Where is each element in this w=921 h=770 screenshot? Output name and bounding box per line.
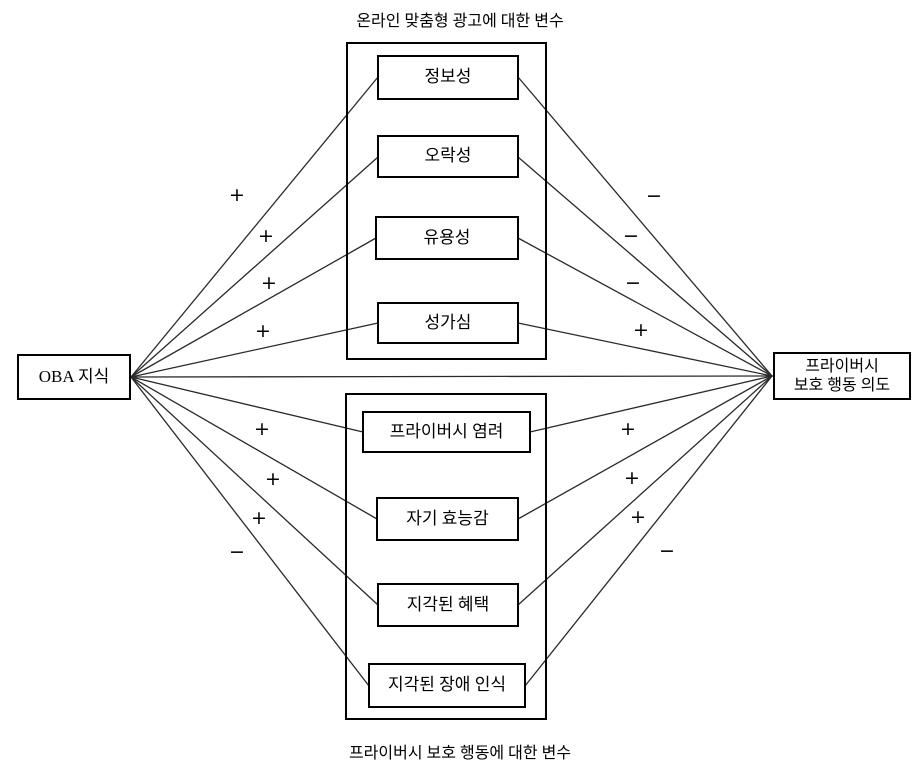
sign-left-perceived-benefit: + — [251, 507, 267, 529]
sign-right-irritation: + — [633, 319, 649, 341]
node-outcome-label-line2: 보호 행동 의도 — [793, 377, 891, 394]
edge-oba-direct — [130, 375, 775, 378]
sign-left-self-efficacy: + — [265, 468, 281, 490]
sign-right-informativeness: − — [646, 185, 662, 207]
node-privacy-protection-intention: 프라이버시 보호 행동 의도 — [773, 352, 911, 400]
edge-oba-self-efficacy — [130, 376, 378, 520]
edge-perceived-barrier-outcome — [524, 375, 773, 687]
node-outcome-label-line1: 프라이버시 — [805, 357, 879, 375]
sign-left-privacy-concern: + — [254, 418, 270, 440]
edge-entertainment-outcome — [517, 156, 773, 377]
sign-right-perceived-barrier: − — [659, 540, 675, 562]
node-self-efficacy: 자기 효능감 — [376, 497, 519, 541]
edge-oba-usefulness — [130, 237, 377, 378]
group-box-privacy-variables — [345, 393, 547, 720]
node-usefulness-label: 유용성 — [423, 227, 471, 247]
node-privacy-concern-label: 프라이버시 염려 — [389, 421, 504, 441]
node-oba-knowledge-label: OBA 지식 — [38, 366, 110, 386]
edge-informativeness-outcome — [517, 76, 773, 377]
sign-right-entertainment: − — [623, 225, 639, 247]
node-entertainment-label: 오락성 — [424, 146, 472, 166]
sign-left-perceived-barrier: − — [229, 541, 245, 563]
node-self-efficacy-label: 자기 효능감 — [406, 508, 489, 528]
sign-left-irritation: + — [255, 320, 271, 342]
sign-right-usefulness: − — [625, 272, 641, 294]
node-entertainment: 오락성 — [377, 135, 519, 178]
node-perceived-benefit: 지각된 혜택 — [377, 583, 519, 627]
node-irritation-label: 성가심 — [424, 312, 472, 332]
edge-oba-informativeness — [130, 76, 379, 378]
node-informativeness-label: 정보성 — [424, 67, 472, 87]
node-irritation: 성가심 — [377, 302, 519, 344]
sign-right-self-efficacy: + — [624, 467, 640, 489]
group-box-oba-variables — [346, 42, 547, 360]
edge-self-efficacy-outcome — [517, 375, 773, 520]
node-informativeness: 정보성 — [377, 55, 519, 100]
node-oba-knowledge: OBA 지식 — [17, 354, 131, 400]
node-perceived-benefit-label: 지각된 혜택 — [406, 594, 490, 614]
group-title-oba-variables: 온라인 맞춤형 광고에 대한 변수 — [356, 13, 564, 30]
sign-left-informativeness: + — [229, 184, 245, 206]
sign-right-perceived-benefit: + — [630, 506, 646, 528]
edge-usefulness-outcome — [517, 237, 773, 377]
edge-oba-entertainment — [130, 156, 379, 378]
sign-right-privacy-concern: + — [620, 418, 636, 440]
edge-oba-perceived-barrier — [130, 376, 370, 687]
edge-irritation-outcome — [517, 322, 773, 377]
node-perceived-barrier-label: 지각된 장애 인식 — [388, 675, 506, 695]
node-perceived-barrier: 지각된 장애 인식 — [368, 663, 526, 708]
sign-left-usefulness: + — [261, 272, 277, 294]
node-usefulness: 유용성 — [375, 216, 519, 260]
edge-privacy-concern-outcome — [529, 375, 773, 433]
edge-oba-irritation — [130, 322, 379, 378]
edge-oba-perceived-benefit — [130, 376, 379, 606]
node-privacy-concern: 프라이버시 염려 — [362, 411, 531, 453]
group-title-privacy-variables: 프라이버시 보호 행동에 대한 변수 — [348, 745, 572, 762]
edge-perceived-benefit-outcome — [517, 375, 773, 606]
sign-left-entertainment: + — [258, 225, 274, 247]
edge-oba-privacy-concern — [130, 376, 364, 433]
